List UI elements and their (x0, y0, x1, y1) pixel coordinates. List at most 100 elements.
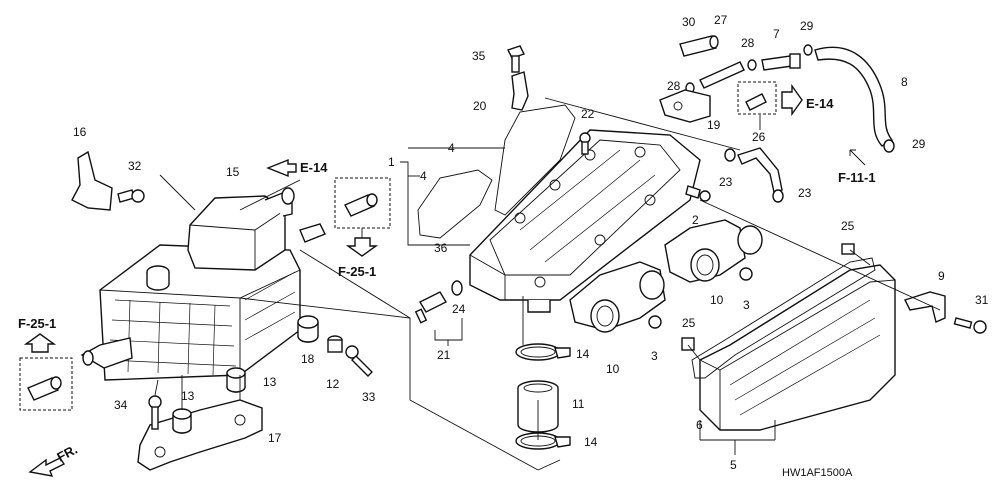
callout-c3b: 3 (743, 298, 750, 312)
grommet-13-upper (226, 367, 246, 393)
callout-c21: 21 (437, 348, 451, 362)
clip-29-upper (803, 44, 813, 56)
callout-labels: 1233445678910101112131314141516171819202… (73, 13, 989, 472)
gasket-6 (691, 257, 876, 379)
collar-12 (327, 335, 343, 353)
callout-c3a: 3 (651, 349, 658, 363)
callout-c20: 20 (473, 99, 487, 113)
hose-26 (737, 147, 783, 193)
callout-c5: 5 (730, 458, 737, 472)
clip-28-upper (747, 59, 757, 71)
bracket-20 (511, 71, 529, 111)
callout-c15: 15 (226, 165, 240, 179)
callout-c11: 11 (572, 397, 585, 411)
arrow-e14-right (781, 83, 803, 117)
sensor-21 (414, 291, 447, 324)
callout-c8: 8 (901, 75, 908, 89)
valve-19 (659, 89, 711, 123)
callout-c18: 18 (301, 352, 315, 366)
callout-c23b: 23 (798, 186, 812, 200)
callout-c25a: 25 (841, 219, 855, 233)
front-arrow (28, 457, 66, 477)
arrow-f11 (849, 149, 866, 166)
nut-25-lower (681, 337, 695, 351)
elbow-10-left (569, 261, 666, 333)
bolt-33 (345, 345, 373, 377)
callout-c28b: 28 (667, 79, 681, 93)
intake-manifold-1 (469, 129, 701, 313)
callout-c34: 34 (114, 398, 128, 412)
callout-c25b: 25 (682, 316, 696, 330)
callout-c33: 33 (362, 390, 376, 404)
bolt-32 (117, 189, 145, 203)
callout-c27: 27 (714, 13, 728, 27)
callout-c24: 24 (452, 302, 466, 316)
callout-c4a: 4 (448, 141, 455, 155)
clamp-14-lower (515, 432, 571, 450)
callout-c13a: 13 (181, 389, 195, 403)
washer-24 (451, 280, 463, 296)
callout-c7: 7 (773, 27, 780, 41)
arrow-e14-left (266, 158, 297, 178)
callout-c12: 12 (326, 377, 340, 391)
callout-c31: 31 (975, 293, 989, 307)
elbow-10-right (664, 219, 763, 283)
grommet-18 (297, 315, 319, 343)
bracket-16 (71, 150, 113, 211)
callout-c2: 2 (692, 213, 699, 227)
subview-e14-right (737, 81, 777, 115)
callout-c16: 16 (73, 125, 87, 139)
clamp-14-upper (515, 343, 571, 361)
bolt-35 (507, 45, 525, 73)
callout-c9: 9 (938, 269, 945, 283)
arrow-f25-center (345, 237, 379, 257)
leader-lines (154, 97, 941, 471)
arrow-f25-left (23, 333, 57, 353)
gasket-4-outer (494, 104, 576, 216)
callout-c4b: 4 (420, 169, 427, 183)
callout-c23a: 23 (719, 175, 733, 189)
callout-c1: 1 (388, 155, 395, 169)
ref-e14-left[interactable]: E-14 (300, 160, 328, 175)
clip-29-lower (883, 139, 895, 153)
diagram-code: HW1AF1500A (782, 467, 853, 479)
bolt-22 (579, 132, 591, 155)
ref-e14-right[interactable]: E-14 (806, 96, 834, 111)
nut-25-upper (841, 243, 855, 255)
callout-c13b: 13 (263, 375, 277, 389)
callout-c32: 32 (128, 159, 142, 173)
grommet-13-lower (172, 408, 192, 434)
subview-f25-center (334, 177, 391, 229)
bolt-31 (953, 317, 987, 334)
callout-c30: 30 (682, 15, 696, 29)
bracket-17 (137, 399, 263, 471)
hose-27 (699, 61, 745, 89)
gasket-4-inner (417, 169, 493, 239)
clip-23-upper (724, 148, 736, 162)
callout-c26: 26 (752, 130, 766, 144)
callout-c28a: 28 (741, 36, 755, 50)
callout-c35: 35 (472, 49, 486, 63)
ref-f11[interactable]: F-11-1 (838, 170, 876, 185)
callout-c22: 22 (581, 107, 595, 121)
callout-c14b: 14 (584, 435, 598, 449)
bolt-34 (148, 395, 162, 430)
callout-c36: 36 (434, 241, 448, 255)
clip-23-lower (772, 189, 784, 203)
bolt-3-lower (648, 315, 662, 329)
callout-c14a: 14 (576, 347, 590, 361)
ref-f25-left[interactable]: F-25-1 (18, 316, 56, 331)
bolt-3-upper (739, 267, 753, 281)
callout-c10a: 10 (606, 362, 620, 376)
callout-c29a: 29 (800, 19, 814, 33)
ref-f25-center[interactable]: F-25-1 (338, 264, 376, 279)
callout-c29b: 29 (912, 137, 926, 151)
joint-7 (761, 53, 801, 71)
bracket-9 (904, 291, 946, 323)
subview-f25-left (19, 357, 73, 411)
cover-5 (699, 264, 896, 431)
callout-c10b: 10 (710, 293, 724, 307)
callout-c19: 19 (707, 118, 721, 132)
callout-c17: 17 (268, 431, 282, 445)
